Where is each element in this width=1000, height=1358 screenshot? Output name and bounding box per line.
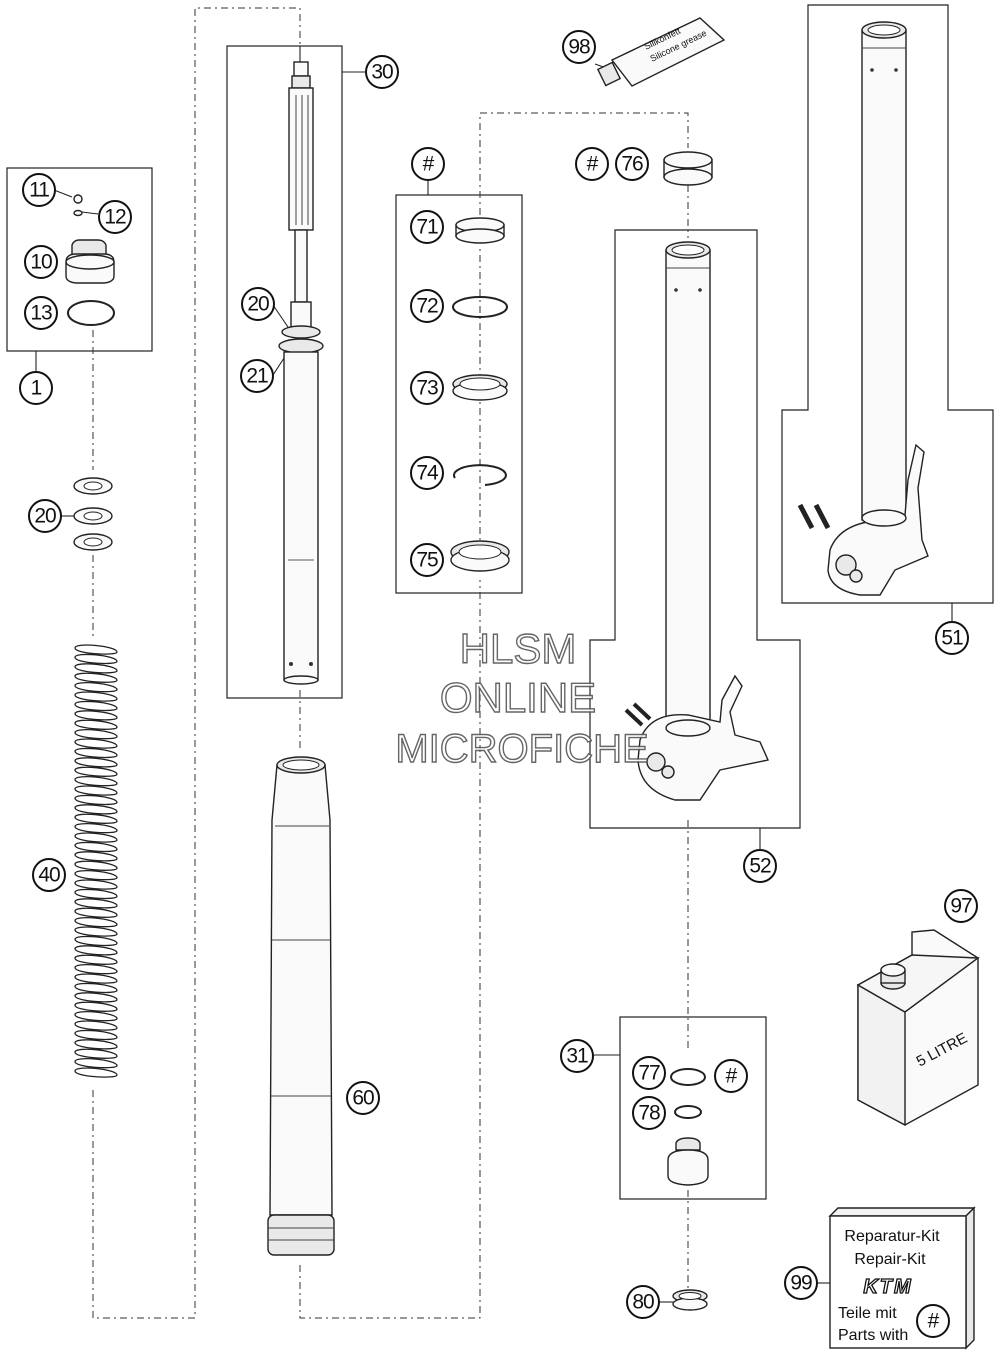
leader-lines <box>35 46 953 1303</box>
axis-line-kit <box>479 112 689 568</box>
shims-20 <box>73 477 113 551</box>
silicone-grease-tube: Silikonfett Silicone grease <box>596 17 726 87</box>
svg-text:#: # <box>423 153 435 176</box>
compression-adjuster-31 <box>667 1068 709 1186</box>
inner-tube-fork-leg-52 <box>624 241 769 801</box>
group-frame-kit <box>395 194 523 594</box>
watermark-line-2: ONLINE <box>440 674 596 721</box>
callout-hash-77[interactable]: # <box>714 1059 748 1093</box>
callout-52[interactable]: 52 <box>743 849 777 883</box>
svg-text:71: 71 <box>416 216 438 239</box>
callout-10[interactable]: 10 <box>24 245 58 279</box>
callout-11[interactable]: 11 <box>22 173 56 207</box>
svg-text:20: 20 <box>34 505 56 528</box>
seal-80 <box>672 1289 708 1311</box>
svg-text:30: 30 <box>371 61 393 84</box>
axis-line-left <box>92 7 301 1319</box>
group-frame-31 <box>619 1016 767 1200</box>
callout-60[interactable]: 60 <box>346 1081 380 1115</box>
svg-text:#: # <box>726 1065 738 1088</box>
callout-31[interactable]: 31 <box>560 1039 594 1073</box>
svg-text:40: 40 <box>38 864 60 887</box>
group-frame-51 <box>781 4 994 604</box>
callout-hash-kit-box[interactable]: # <box>916 1304 950 1338</box>
group-frame-30 <box>226 45 343 699</box>
fork-oil-can: 5 LITRE <box>856 929 981 1127</box>
callout-40[interactable]: 40 <box>32 858 66 892</box>
repair-kit-line-4: Parts with <box>838 1327 908 1344</box>
callout-75[interactable]: 75 <box>410 543 444 577</box>
callout-51[interactable]: 51 <box>935 621 969 655</box>
svg-text:12: 12 <box>104 206 126 229</box>
outer-tube <box>267 756 335 1256</box>
callout-12[interactable]: 12 <box>98 200 132 234</box>
callout-hash-kit[interactable]: # <box>411 147 445 181</box>
group-frame-1 <box>6 167 153 352</box>
callout-1[interactable]: 1 <box>19 371 53 405</box>
bushing-kit-parts <box>450 217 510 572</box>
callout-80[interactable]: 80 <box>626 1285 660 1319</box>
repair-kit-box: Reparatur-Kit Repair-Kit KTM Teile mit P… <box>828 1206 976 1350</box>
callout-77[interactable]: 77 <box>632 1056 666 1090</box>
callout-76[interactable]: 76 <box>615 147 649 181</box>
callout-74[interactable]: 74 <box>410 456 444 490</box>
svg-text:10: 10 <box>30 251 52 274</box>
svg-text:99: 99 <box>790 1272 812 1295</box>
svg-text:20: 20 <box>247 293 269 316</box>
svg-text:72: 72 <box>416 295 438 318</box>
svg-text:#: # <box>928 1310 940 1333</box>
ktm-logo: KTM <box>863 1276 912 1298</box>
svg-text:60: 60 <box>352 1087 374 1110</box>
watermark: HLSM ONLINE MICROFICHE <box>395 624 650 771</box>
callout-73[interactable]: 73 <box>410 371 444 405</box>
svg-text:#: # <box>587 153 599 176</box>
svg-text:51: 51 <box>941 627 963 650</box>
callouts: 1 10 11 12 13 20 20 21 30 31 40 51 52 60… <box>19 30 978 1338</box>
callout-98[interactable]: 98 <box>562 30 596 64</box>
callout-97[interactable]: 97 <box>944 889 978 923</box>
callout-30[interactable]: 30 <box>365 55 399 89</box>
callout-13[interactable]: 13 <box>24 296 58 330</box>
svg-text:73: 73 <box>416 377 438 400</box>
svg-text:97: 97 <box>950 895 972 918</box>
bushing-76 <box>663 151 713 186</box>
screw-cap-assembly <box>65 194 115 326</box>
group-frame-52 <box>589 229 801 829</box>
callout-hash-76[interactable]: # <box>575 147 609 181</box>
svg-text:13: 13 <box>30 302 52 325</box>
svg-text:80: 80 <box>632 1291 654 1314</box>
axis-line-center <box>299 580 481 1319</box>
svg-text:52: 52 <box>749 855 771 878</box>
svg-text:74: 74 <box>416 462 439 485</box>
svg-text:76: 76 <box>621 153 643 176</box>
callout-20-cartridge[interactable]: 20 <box>241 287 275 321</box>
repair-kit-line-1: Reparatur-Kit <box>844 1228 940 1245</box>
callout-71[interactable]: 71 <box>410 210 444 244</box>
watermark-line-1: HLSM <box>460 625 577 672</box>
svg-text:77: 77 <box>638 1062 660 1085</box>
svg-text:75: 75 <box>416 549 438 572</box>
callout-99[interactable]: 99 <box>784 1266 818 1300</box>
svg-text:21: 21 <box>246 365 268 388</box>
svg-text:98: 98 <box>568 36 590 59</box>
svg-text:78: 78 <box>638 1102 660 1125</box>
svg-text:11: 11 <box>29 179 49 202</box>
inner-tube-fork-leg-51 <box>797 21 929 596</box>
fork-spring <box>74 644 118 1078</box>
cartridge-assembly <box>278 61 324 685</box>
repair-kit-line-2: Repair-Kit <box>854 1251 926 1268</box>
callout-20-left[interactable]: 20 <box>28 499 62 533</box>
callout-72[interactable]: 72 <box>410 289 444 323</box>
svg-text:1: 1 <box>31 377 42 400</box>
callout-21[interactable]: 21 <box>240 359 274 393</box>
watermark-line-3: MICROFICHE <box>395 727 648 771</box>
svg-text:31: 31 <box>566 1045 588 1068</box>
repair-kit-line-3: Teile mit <box>838 1305 897 1322</box>
callout-78[interactable]: 78 <box>632 1096 666 1130</box>
